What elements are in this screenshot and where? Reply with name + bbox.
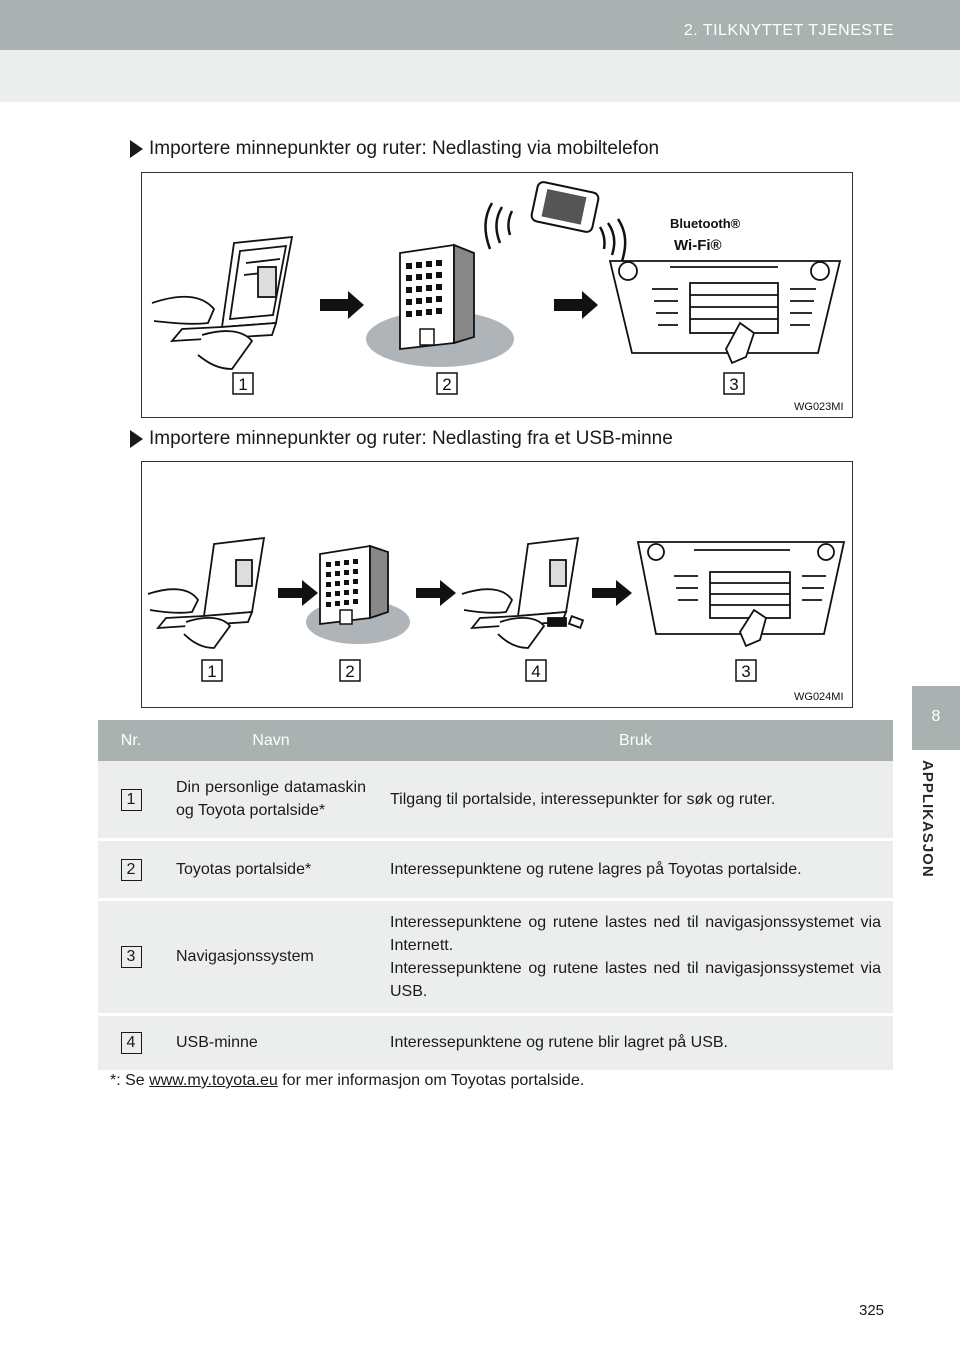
figure-label: 4 <box>531 662 540 681</box>
figure-label: 3 <box>729 375 738 394</box>
usage-cell: Interessepunktene og rutene lastes ned t… <box>378 897 893 1014</box>
figure-label: 3 <box>741 662 750 681</box>
row-number: 2 <box>120 858 142 881</box>
usage-cell: Interessepunktene og rutene blir lagret … <box>378 1012 893 1070</box>
column-header: Nr. <box>98 720 164 761</box>
section-title-text: Importere minnepunkter og ruter: Nedlast… <box>149 138 660 159</box>
page-number: 325 <box>859 1302 885 1319</box>
row-number: 1 <box>120 788 142 811</box>
bluetooth-logo: Bluetooth® <box>670 216 741 231</box>
triangle-bullet-icon <box>130 430 143 448</box>
header-band <box>0 50 960 102</box>
usage-cell: Interessepunktene og rutene lagres på To… <box>378 837 893 899</box>
figure-number-labels: 1 2 3 <box>232 372 745 395</box>
table-row: 1 Din personlige data­maskin og Toyota p… <box>98 761 893 839</box>
usage-line: Interessepunktene og rutene lastes ned t… <box>390 913 881 954</box>
figure-label: 1 <box>207 662 216 681</box>
signal-waves-icon <box>484 202 627 262</box>
illustration-usb: 1 2 4 3 WG024MI <box>147 536 846 703</box>
figure-label: 1 <box>238 375 247 394</box>
building-icon <box>306 544 410 644</box>
laptop-icon <box>151 235 294 370</box>
arrow-icon <box>278 580 632 606</box>
column-header: Bruk <box>378 720 893 761</box>
table-row: 3 Navigasjonssystem Interessepunktene og… <box>98 897 893 1014</box>
row-number-cell: 2 <box>98 837 164 899</box>
side-tab-number: 8 <box>931 708 941 725</box>
wifi-logo: Wi-Fi® <box>674 237 722 254</box>
table-header-row: Nr. Navn Bruk <box>98 720 893 761</box>
table-row: 4 USB-minne Interessepunktene og rutene … <box>98 1012 893 1070</box>
head-unit-icon <box>636 541 846 648</box>
footnote: *: Se www.my.toyota.eu for mer informasj… <box>110 1072 584 1090</box>
row-number-cell: 4 <box>98 1012 164 1070</box>
laptop-icon <box>461 536 580 649</box>
footnote-suffix: for mer informasjon om Toyotas portalsid… <box>277 1072 585 1089</box>
laptop-icon <box>147 536 266 649</box>
section-title-text: Importere minnepunkter og ruter: Nedlast… <box>149 428 673 449</box>
head-unit-icon <box>608 260 842 365</box>
figure-usb-download: 1 2 4 3 WG024MI <box>141 461 853 708</box>
row-number-cell: 1 <box>98 761 164 839</box>
figure-label: 2 <box>442 375 451 394</box>
usage-line: Interessepunktene og rutene lastes ned t… <box>390 959 881 1000</box>
section-title-mobile: Importere minnepunkter og ruter: Nedlast… <box>130 138 659 160</box>
portal-link[interactable]: www.my.toyota.eu <box>149 1072 278 1089</box>
arrow-icon <box>320 291 598 319</box>
illustration-mobile: Bluetooth® Wi-Fi® 1 2 3 WG023MI <box>151 181 844 413</box>
section-title-usb: Importere minnepunkter og ruter: Nedlast… <box>130 428 673 450</box>
reference-table: Nr. Navn Bruk 1 Din personlige data­mask… <box>98 720 893 1070</box>
header-bar <box>0 0 960 50</box>
figure-mobile-download: Bluetooth® Wi-Fi® 1 2 3 WG023MI <box>141 172 853 418</box>
triangle-bullet-icon <box>130 140 143 158</box>
figure-code: WG024MI <box>794 691 844 703</box>
building-icon <box>366 243 514 367</box>
figure-number-labels: 1 2 4 3 <box>201 659 757 682</box>
usb-stick-icon <box>567 615 585 629</box>
side-tab <box>912 686 960 750</box>
name-cell: USB-minne <box>164 1012 378 1070</box>
column-header: Navn <box>164 720 378 761</box>
row-number-cell: 3 <box>98 897 164 1014</box>
side-tab-label: APPLIKASJON <box>919 760 936 878</box>
table-row: 2 Toyotas portalside* Interessepunktene … <box>98 837 893 899</box>
name-cell: Navigasjonssystem <box>164 897 378 1014</box>
footnote-prefix: *: Se <box>110 1072 150 1089</box>
name-cell: Toyotas portalside* <box>164 837 378 899</box>
side-tab-label-box: APPLIKASJON <box>912 760 960 900</box>
row-number: 3 <box>120 946 142 968</box>
row-number: 4 <box>120 1032 142 1055</box>
mobile-phone-icon <box>530 181 600 233</box>
name-cell: Din personlige data­maskin og Toyota por… <box>164 761 378 839</box>
usage-cell: Tilgang til portalside, interessepunkter… <box>378 761 893 839</box>
figure-code: WG023MI <box>794 401 844 413</box>
chapter-title: 2. TILKNYTTET TJENESTE <box>683 22 894 39</box>
figure-label: 2 <box>345 662 354 681</box>
